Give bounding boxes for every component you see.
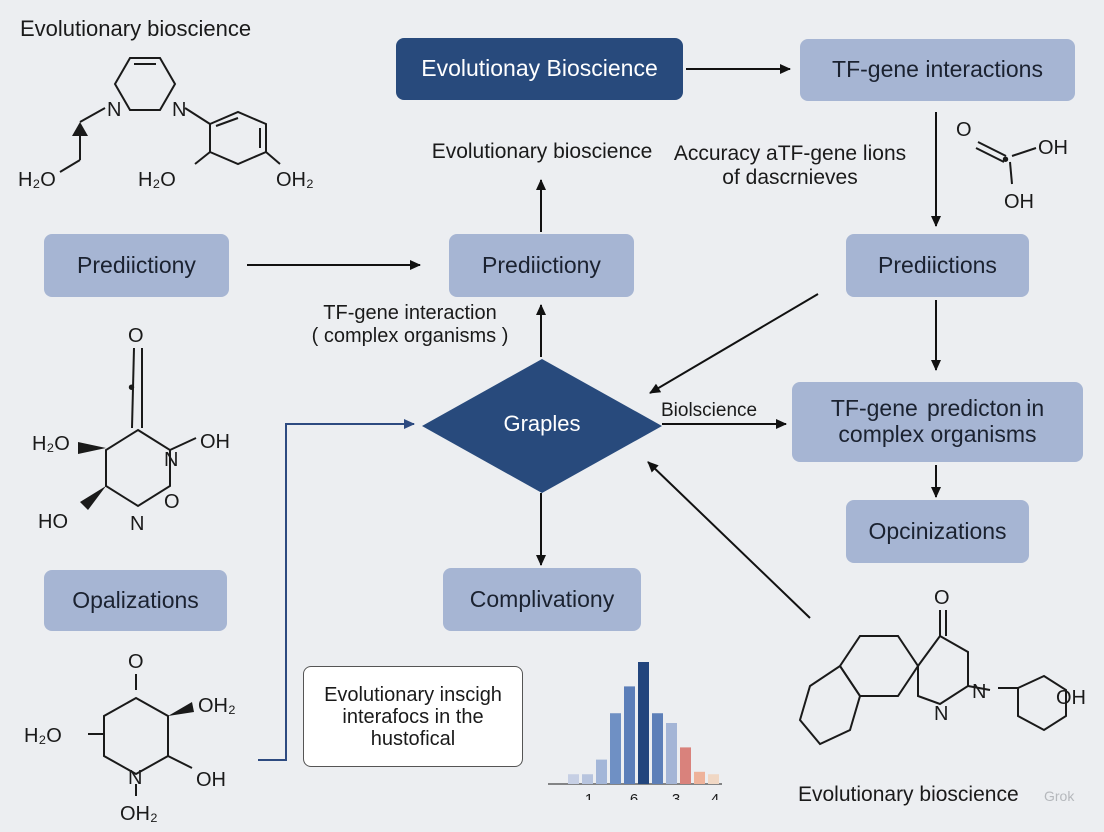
chart-bar-3 [596,759,607,784]
molecule-diagram-3: O • H₂O N OH O HO N [32,325,230,535]
mol3-n-bottom: N [130,513,144,535]
node-right-mid[interactable]: Prediictions [846,234,1029,297]
node-left-mid[interactable]: Prediictiony [44,234,229,297]
mol5-n1: N [934,703,948,725]
label-tf-interaction: TF-gene interaction ( complex organisms … [285,302,535,348]
label-accuracy-line1: Accuracy aTF-gene lions [673,142,907,165]
chart-tick-4: 4 [711,791,719,800]
mol3-o-ring: O [164,491,180,513]
label-bottom-right: Evolutionary bioscience [798,783,1019,806]
node-right-big[interactable]: TF-gene predicton in complex organisms [792,382,1083,462]
arrow-note-to-hub [258,419,415,761]
mol3-dot: • [128,377,135,399]
chart-bars [568,662,719,784]
label-tf-line1: TF-gene interaction [323,302,497,324]
chart-bar-7 [652,713,663,784]
node-right-big-line1: TF-gene predicton in [830,395,1045,422]
chart-bar-4 [610,713,621,784]
molecule-diagram-2: O • OH OH [956,119,1068,213]
mol2-oh-top: OH [1038,137,1068,159]
label-accuracy-line2: of dascrnieves [722,166,858,190]
chart-bar-1 [568,774,579,784]
mol3-n: N [164,449,178,471]
mol2-oh-bottom: OH [1004,191,1034,213]
mol4-n: N [128,767,142,789]
chart-bar-8 [666,723,677,784]
mol3-oh: OH [200,431,230,453]
chart-bar-9 [680,747,691,784]
molecule-diagram-4: O OH₂ H₂O OH N OH₂ [24,651,236,825]
header-text: Evolutionary bioscience [20,16,252,41]
mol4-oh2-top: OH₂ [198,695,236,717]
arrow-right-mid-to-hub [649,293,819,394]
node-bottom-center[interactable]: Complivationy [443,568,641,631]
label-above-center: Evolutionary bioscience [431,140,653,163]
chart-bar-5 [624,686,635,784]
chart-tick-1: 1 [585,791,593,800]
mol4-h2o: H₂O [24,725,62,747]
chart-tick-2: 6 [630,791,638,800]
arrow-lower-right-to-hub [647,461,811,619]
node-top-center[interactable]: Evolutionay Bioscience [396,38,683,100]
mol4-oh2-bottom: OH₂ [120,803,158,825]
node-right-low[interactable]: Opcinizations [846,500,1029,563]
mol5-oh: OH [1056,687,1086,709]
molecule-diagram-1: N N H₂O H₂O OH₂ [18,57,314,191]
chart-bar-10 [694,771,705,784]
note-line1: Evolutionary inscigh [324,683,502,706]
mol5-o: O [934,587,950,609]
mol3-ho: HO [38,511,68,533]
node-left-low[interactable]: Opalizations [44,570,227,631]
mol1-h2o-left: H₂O [18,169,56,191]
mol1-n2: N [172,99,186,121]
watermark: Grok [1044,788,1075,804]
mol3-h2o: H₂O [32,433,70,455]
mol2-dot: • [1002,149,1009,171]
chart-bar-2 [582,774,593,784]
mol3-o-top: O [128,325,144,347]
node-hub-diamond[interactable] [420,357,664,495]
mol4-o: O [128,651,144,673]
mol1-n1: N [107,99,121,121]
node-top-right[interactable]: TF-gene interactions [800,39,1075,101]
mol2-o: O [956,119,972,141]
molecule-diagram-5: O N N OH [798,587,1086,746]
label-accuracy: Accuracy aTF-gene lions of dascrnieves [655,142,925,190]
node-hub-label[interactable]: Graples [503,410,581,436]
node-center-mid[interactable]: Prediictiony [449,234,634,297]
note-box: Evolutionary inscigh interafocs in the h… [303,666,523,767]
bar-chart: 1 6 3 4 [548,662,722,800]
node-right-big-line2: complex organisms [838,421,1037,447]
mol4-oh: OH [196,769,226,791]
note-line2: interafocs in the [342,705,484,728]
label-bioscience: Biolscience [661,400,758,421]
chart-bar-11 [708,774,719,784]
chart-bar-6 [638,662,649,784]
mol5-n2: N [972,681,986,703]
chart-tick-3: 3 [672,791,680,800]
note-line3: hustofical [370,727,456,750]
mol1-oh2: OH₂ [276,169,314,191]
label-tf-line2: ( complex organisms ) [311,325,509,347]
mol1-h2o-mid: H₂O [138,169,176,191]
